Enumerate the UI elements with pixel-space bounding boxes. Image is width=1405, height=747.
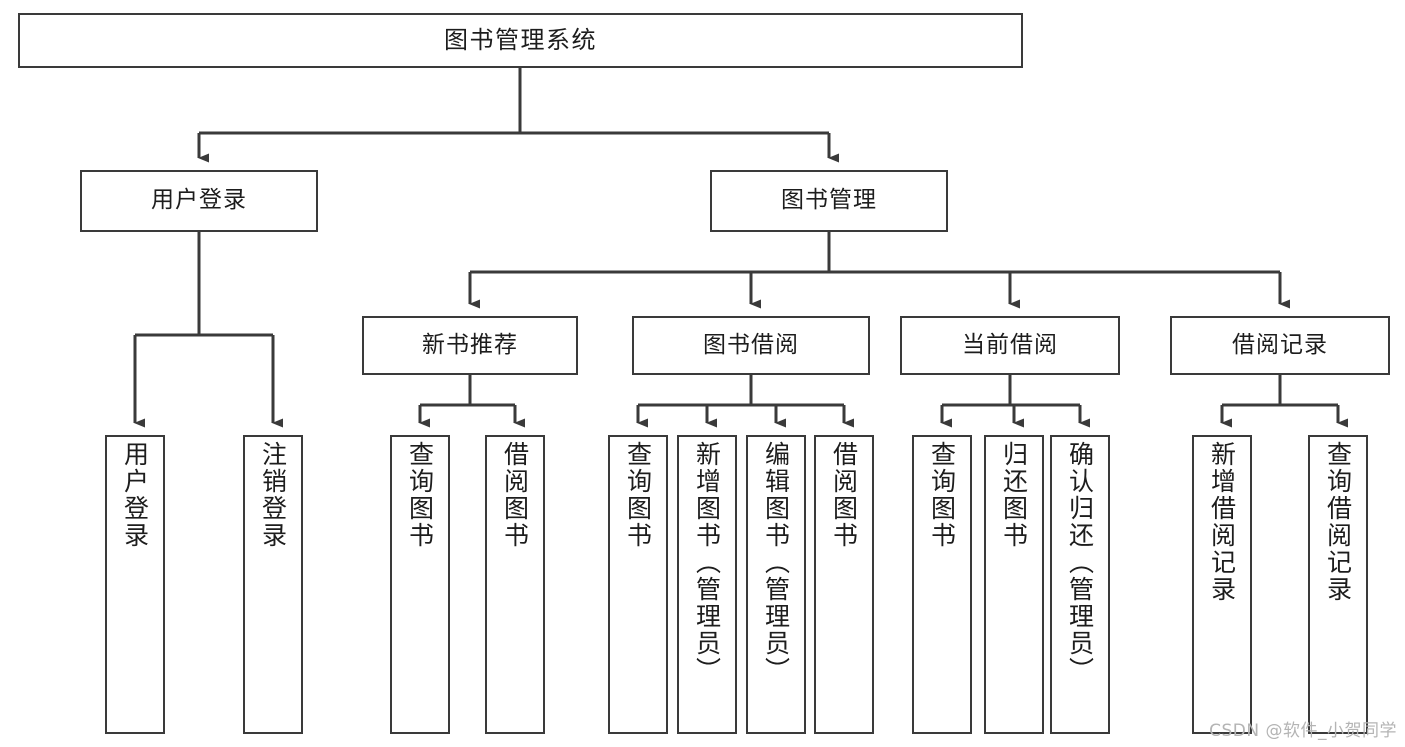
node-new-book-recommend-label: 新书推荐 xyxy=(422,331,518,358)
node-leaf-user-logout[interactable]: 注销登录 xyxy=(243,435,303,734)
node-new-book-recommend[interactable]: 新书推荐 xyxy=(362,316,578,375)
node-book-borrow[interactable]: 图书借阅 xyxy=(632,316,870,375)
node-user-login[interactable]: 用户登录 xyxy=(80,170,318,232)
node-current-borrow-label: 当前借阅 xyxy=(962,331,1058,358)
node-leaf-borrow-query-book[interactable]: 查询图书 xyxy=(608,435,668,734)
node-borrow-record[interactable]: 借阅记录 xyxy=(1170,316,1390,375)
node-root[interactable]: 图书管理系统 xyxy=(18,13,1023,68)
node-borrow-record-label: 借阅记录 xyxy=(1232,331,1328,358)
node-leaf-borrow-query-book-label: 查询图书 xyxy=(623,441,653,549)
node-leaf-borrow-edit-book[interactable]: 编辑图书（管理员） xyxy=(746,435,806,734)
node-leaf-user-login-label: 用户登录 xyxy=(120,441,150,549)
node-root-label: 图书管理系统 xyxy=(444,26,597,55)
node-leaf-rec-query-book[interactable]: 查询图书 xyxy=(390,435,450,734)
node-leaf-user-login[interactable]: 用户登录 xyxy=(105,435,165,734)
node-book-borrow-label: 图书借阅 xyxy=(703,331,799,358)
node-leaf-borrow-add-book-label: 新增图书（管理员） xyxy=(692,441,722,684)
node-leaf-rec-borrow-book[interactable]: 借阅图书 xyxy=(485,435,545,734)
node-leaf-rec-borrow-book-label: 借阅图书 xyxy=(500,441,530,549)
node-leaf-current-return-book-label: 归还图书 xyxy=(999,441,1029,549)
node-leaf-current-return-book[interactable]: 归还图书 xyxy=(984,435,1044,734)
node-leaf-current-query-book[interactable]: 查询图书 xyxy=(912,435,972,734)
node-leaf-current-confirm-return[interactable]: 确认归还（管理员） xyxy=(1050,435,1110,734)
node-user-login-label: 用户登录 xyxy=(151,187,247,214)
node-leaf-rec-query-book-label: 查询图书 xyxy=(405,441,435,549)
node-leaf-record-query-label: 查询借阅记录 xyxy=(1323,441,1353,603)
node-leaf-borrow-add-book[interactable]: 新增图书（管理员） xyxy=(677,435,737,734)
node-leaf-record-add-label: 新增借阅记录 xyxy=(1207,441,1237,603)
node-leaf-current-query-book-label: 查询图书 xyxy=(927,441,957,549)
node-leaf-borrow-borrow-book[interactable]: 借阅图书 xyxy=(814,435,874,734)
node-leaf-current-confirm-return-label: 确认归还（管理员） xyxy=(1065,441,1095,684)
node-leaf-record-add[interactable]: 新增借阅记录 xyxy=(1192,435,1252,734)
node-book-manage[interactable]: 图书管理 xyxy=(710,170,948,232)
node-book-manage-label: 图书管理 xyxy=(781,187,877,214)
csdn-watermark: CSDN @软件_小贺同学 xyxy=(1209,721,1397,741)
node-leaf-record-query[interactable]: 查询借阅记录 xyxy=(1308,435,1368,734)
node-current-borrow[interactable]: 当前借阅 xyxy=(900,316,1120,375)
node-leaf-borrow-borrow-book-label: 借阅图书 xyxy=(829,441,859,549)
node-leaf-user-logout-label: 注销登录 xyxy=(258,441,288,549)
node-leaf-borrow-edit-book-label: 编辑图书（管理员） xyxy=(761,441,791,684)
